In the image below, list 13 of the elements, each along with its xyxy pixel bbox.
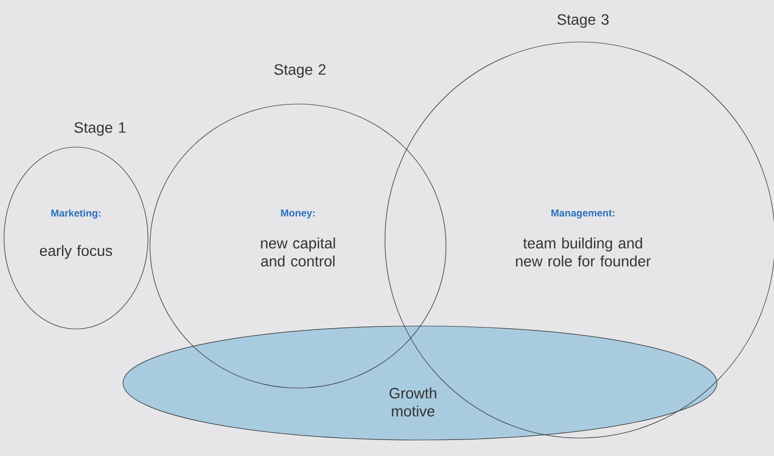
growth-ellipse — [122, 326, 718, 440]
stage-label: Stage 3 — [557, 14, 609, 28]
stage-label: Stage 1 — [74, 122, 126, 136]
stage-heading: Money: — [281, 210, 315, 218]
stage-text: early focus — [40, 245, 112, 259]
stage-text: new capital and control — [261, 238, 335, 266]
stage-circle — [4, 146, 148, 330]
stage-heading: Marketing: — [51, 209, 100, 219]
stage-circle — [150, 104, 446, 388]
stage-text: Growth motive — [390, 388, 436, 416]
stage-label: Stage 2 — [274, 64, 326, 78]
stage-text: team building and new role for founder — [516, 238, 651, 266]
stage-heading: Management: — [551, 210, 614, 218]
